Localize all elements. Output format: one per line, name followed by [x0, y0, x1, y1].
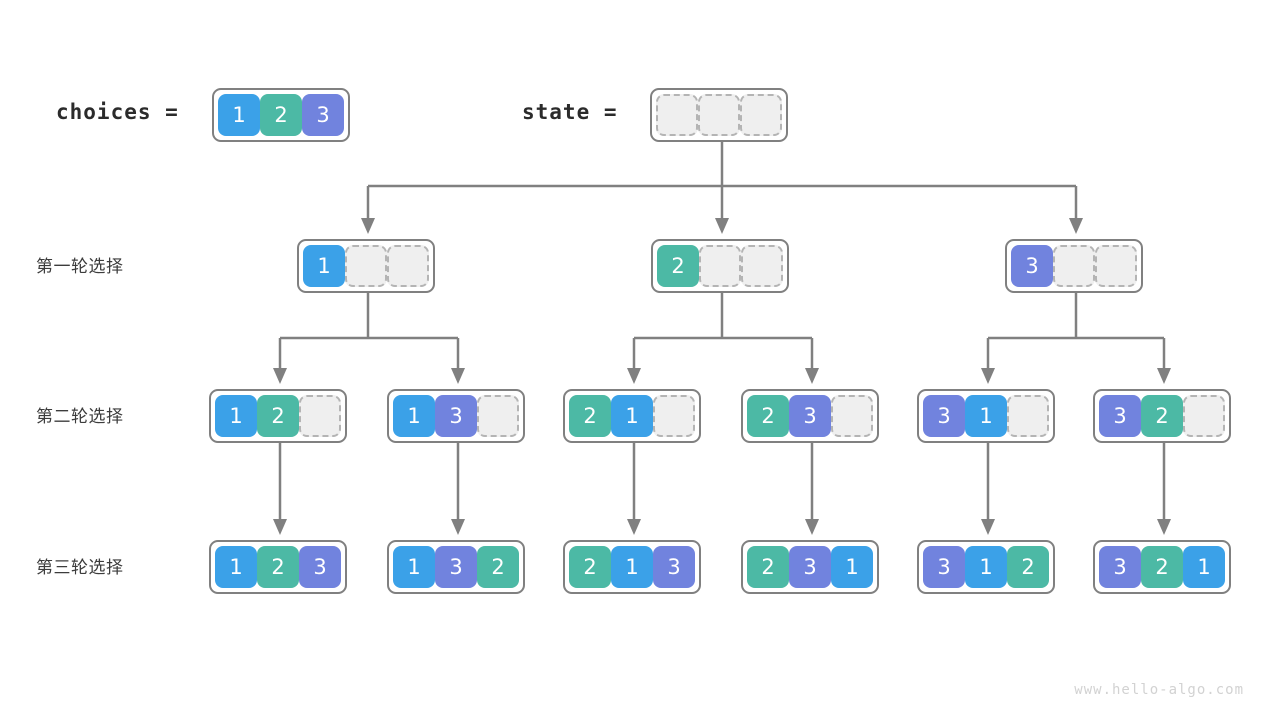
- array-cell-empty: [387, 245, 429, 287]
- array-cell-filled: 1: [611, 546, 653, 588]
- array-cell-filled: 2: [569, 395, 611, 437]
- choices-label: choices =: [56, 100, 179, 124]
- array-cell-filled: 3: [1011, 245, 1053, 287]
- array-cell-filled: 1: [965, 546, 1007, 588]
- array-cell-empty: [299, 395, 341, 437]
- array-cell-empty: [699, 245, 741, 287]
- array-cell-filled: 1: [215, 546, 257, 588]
- array-cell-empty: [477, 395, 519, 437]
- tree-node: 1: [297, 239, 435, 293]
- array-cell-filled: 3: [923, 546, 965, 588]
- array-cell-empty: [656, 94, 698, 136]
- array-cell-empty: [1183, 395, 1225, 437]
- tree-node: 2: [651, 239, 789, 293]
- array-cell-filled: 1: [393, 395, 435, 437]
- tree-node: 3: [1005, 239, 1143, 293]
- array-cell-filled: 3: [435, 395, 477, 437]
- row-label-3: 第三轮选择: [36, 558, 124, 577]
- array-cell-empty: [345, 245, 387, 287]
- array-cell-filled: 3: [1099, 546, 1141, 588]
- array-cell-filled: 3: [923, 395, 965, 437]
- array-cell-filled: 3: [653, 546, 695, 588]
- array-cell-filled: 1: [393, 546, 435, 588]
- array-cell-filled: 1: [1183, 546, 1225, 588]
- array-cell-filled: 2: [260, 94, 302, 136]
- array-cell-filled: 3: [302, 94, 344, 136]
- array-cell-filled: 3: [435, 546, 477, 588]
- array-cell-empty: [1095, 245, 1137, 287]
- array-cell-filled: 1: [215, 395, 257, 437]
- array-cell-filled: 2: [257, 546, 299, 588]
- array-cell-filled: 2: [1007, 546, 1049, 588]
- state-label: state =: [522, 100, 618, 124]
- array-cell-filled: 1: [831, 546, 873, 588]
- array-cell-filled: 1: [218, 94, 260, 136]
- array-cell-filled: 3: [789, 395, 831, 437]
- array-cell-empty: [1007, 395, 1049, 437]
- array-cell-filled: 3: [789, 546, 831, 588]
- array-cell-filled: 2: [747, 546, 789, 588]
- array-cell-empty: [653, 395, 695, 437]
- array-cell-empty: [831, 395, 873, 437]
- array-cell-filled: 2: [747, 395, 789, 437]
- array-cell-filled: 1: [965, 395, 1007, 437]
- row-label-2: 第二轮选择: [36, 407, 124, 426]
- array-cell-filled: 1: [303, 245, 345, 287]
- array-cell-empty: [741, 245, 783, 287]
- array-cell-filled: 1: [611, 395, 653, 437]
- array-cell-filled: 2: [1141, 395, 1183, 437]
- array-cell-filled: 2: [657, 245, 699, 287]
- array-cell-filled: 2: [569, 546, 611, 588]
- array-cell-filled: 2: [477, 546, 519, 588]
- array-cell-filled: 2: [257, 395, 299, 437]
- array-cell-empty: [1053, 245, 1095, 287]
- watermark: www.hello-algo.com: [1074, 682, 1244, 698]
- array-cell-filled: 2: [1141, 546, 1183, 588]
- array-cell-empty: [698, 94, 740, 136]
- array-cell-filled: 3: [299, 546, 341, 588]
- state-array: [650, 88, 788, 142]
- row-label-1: 第一轮选择: [36, 257, 124, 276]
- array-cell-filled: 3: [1099, 395, 1141, 437]
- edge-group: [273, 133, 1172, 535]
- array-cell-empty: [740, 94, 782, 136]
